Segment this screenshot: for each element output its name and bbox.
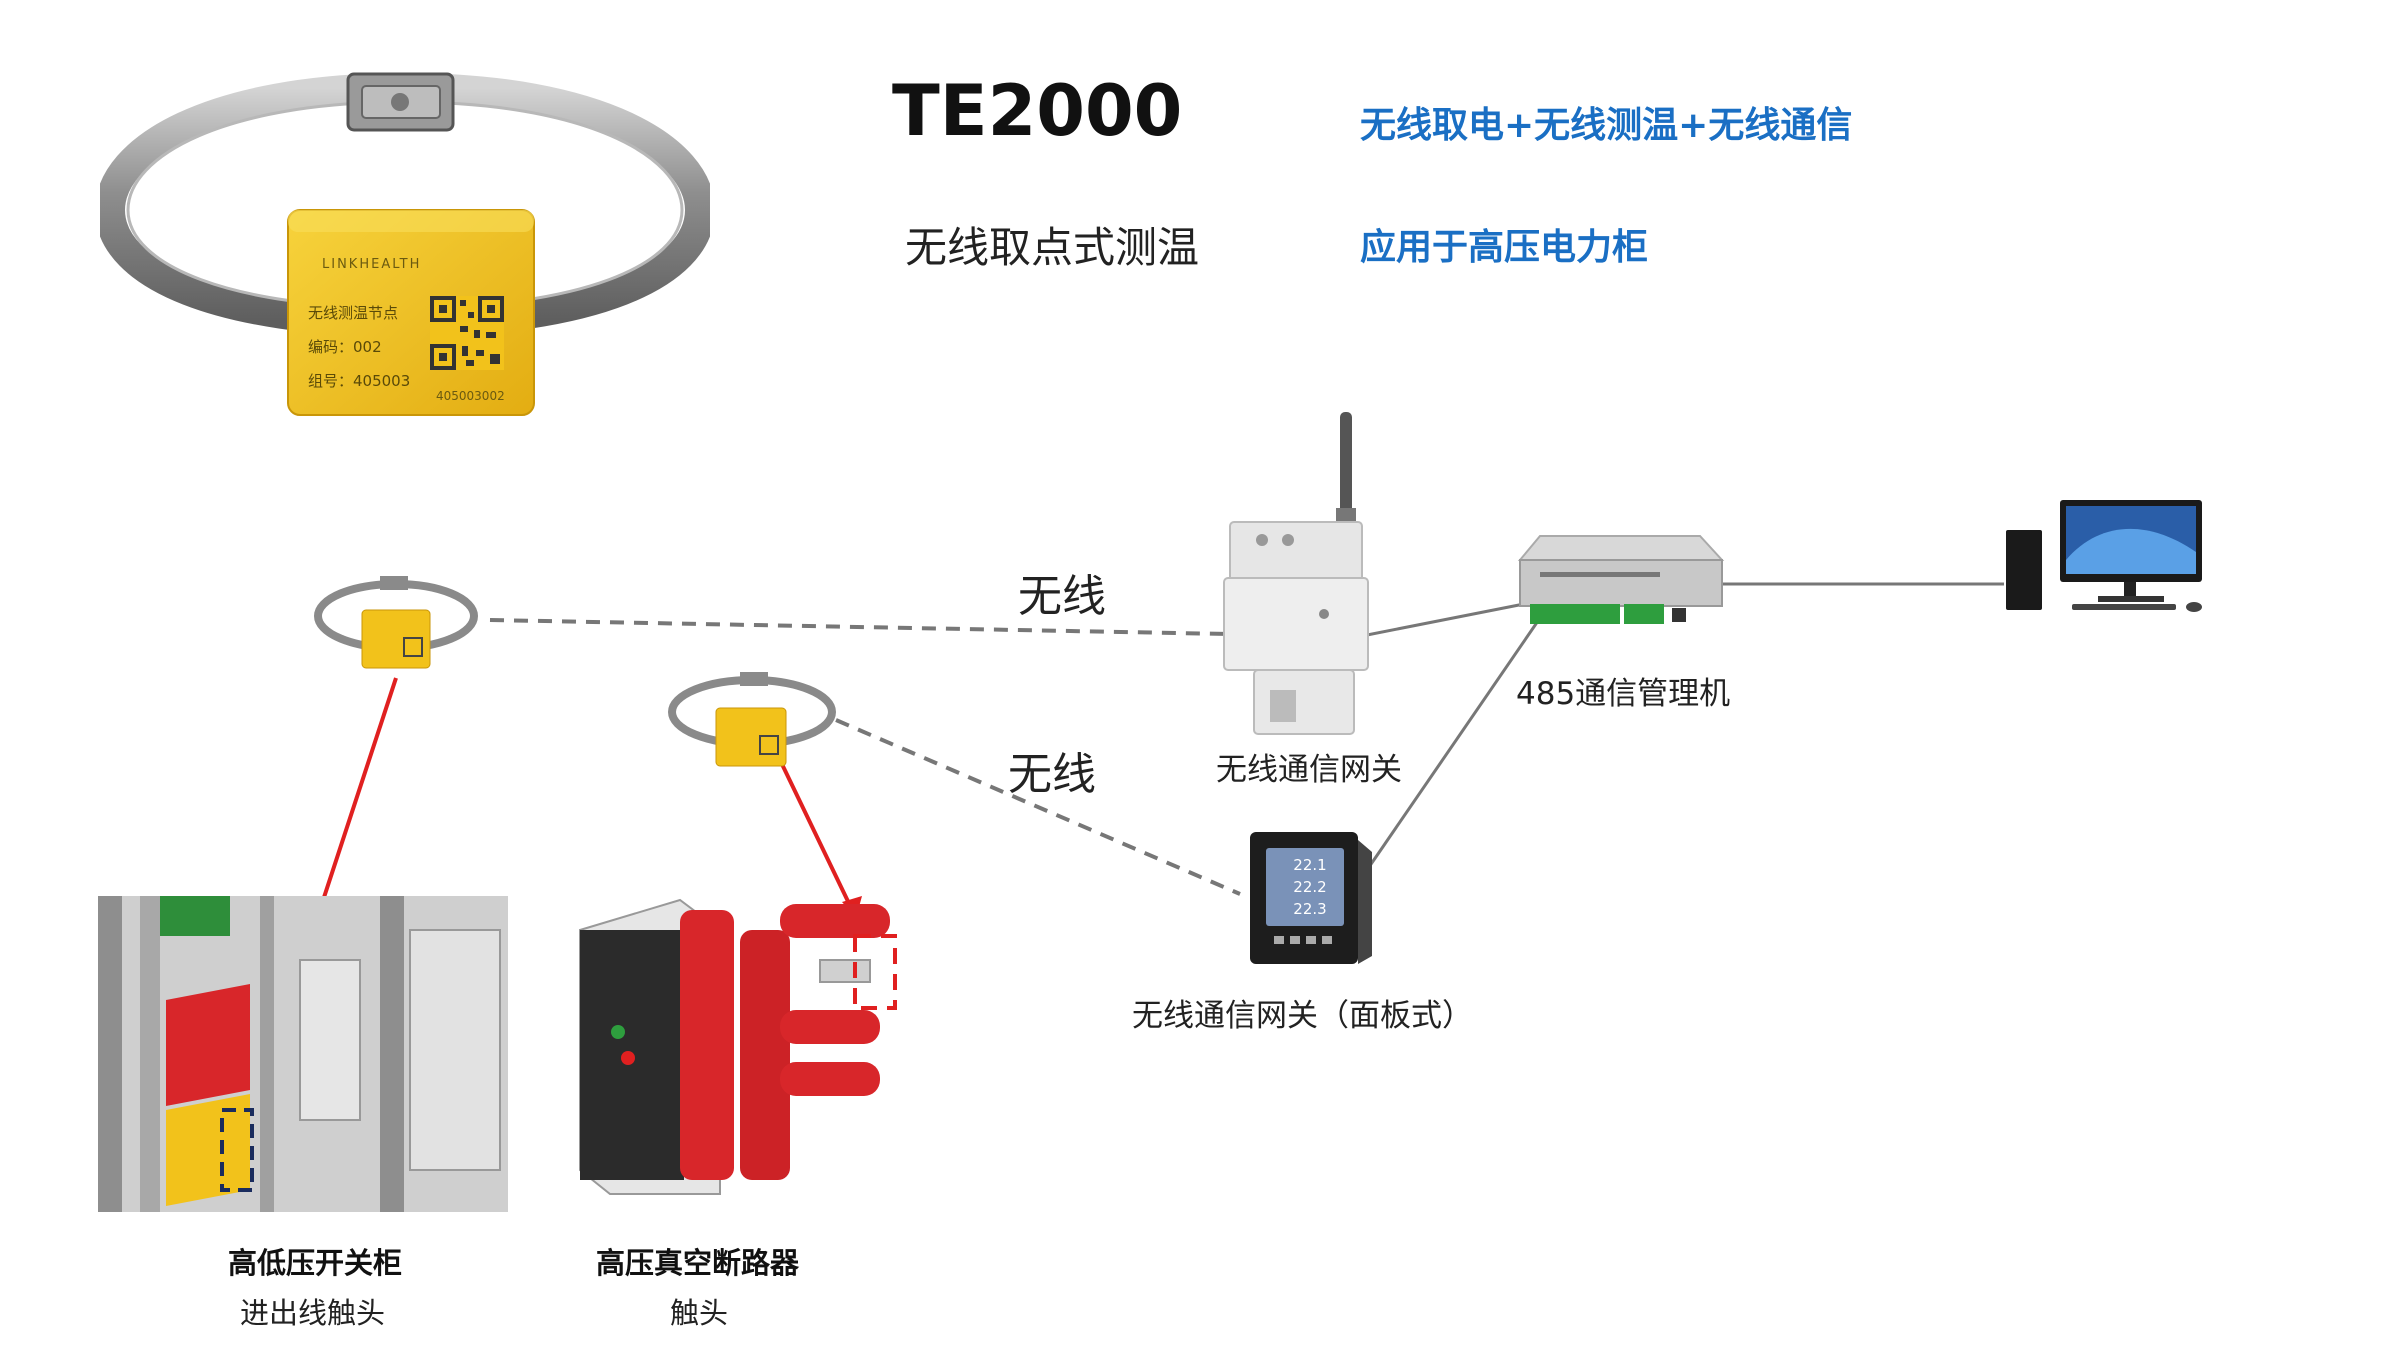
wireless-link-2 [835,718,1241,896]
gateway-label: 无线通信网关 [1216,752,1402,788]
gateway-to-manager-line [1361,602,1525,638]
qr-code-icon [430,296,504,370]
panel-gateway-icon: 22.1 22.2 22.3 [1250,832,1372,964]
subtitle: 无线取点式测温 [905,223,1200,272]
sensor-group: 组号：405003 [308,372,410,390]
sensor-name: 无线测温节点 [308,304,398,322]
switchgear-caption: 进出线触头 [240,1296,386,1330]
manager-device-icon [1517,535,1725,624]
sensor-brand: LINKHEALTH [322,257,421,272]
application-line: 应用于高压电力柜 [1360,227,1649,268]
panel-to-manager-line [1354,617,1542,887]
model-title: TE2000 [892,70,1183,152]
panel-reading-2: 22.2 [1293,878,1326,896]
panel-reading-1: 22.1 [1293,856,1326,874]
computer-icon [2006,500,2202,612]
gateway-device-icon [1223,412,1369,735]
wireless-link-1 [489,618,1229,636]
sensor-code: 编码：002 [308,338,382,356]
panel-reading-3: 22.3 [1293,900,1326,918]
breaker-title: 高压真空断路器 [596,1246,800,1280]
sensor-node-2-icon [668,672,836,767]
breaker-caption: 触头 [670,1296,729,1330]
sensor-product-image: LINKHEALTH 无线测温节点 编码：002 组号：405003 40500… [100,72,710,416]
sensor-node-1-icon [314,576,478,669]
wireless-label-2: 无线 [1008,749,1096,800]
switchgear-title: 高低压开关柜 [228,1246,403,1280]
pointer-breaker [778,759,858,919]
breaker-image [579,898,897,1195]
feature-line: 无线取电+无线测温+无线通信 [1360,105,1853,146]
sensor-serial: 405003002 [436,389,505,403]
panel-gateway-label: 无线通信网关（面板式） [1132,998,1473,1034]
switchgear-image [98,896,508,1212]
manager-label: 485通信管理机 [1516,676,1731,712]
wireless-label-1: 无线 [1018,571,1106,622]
